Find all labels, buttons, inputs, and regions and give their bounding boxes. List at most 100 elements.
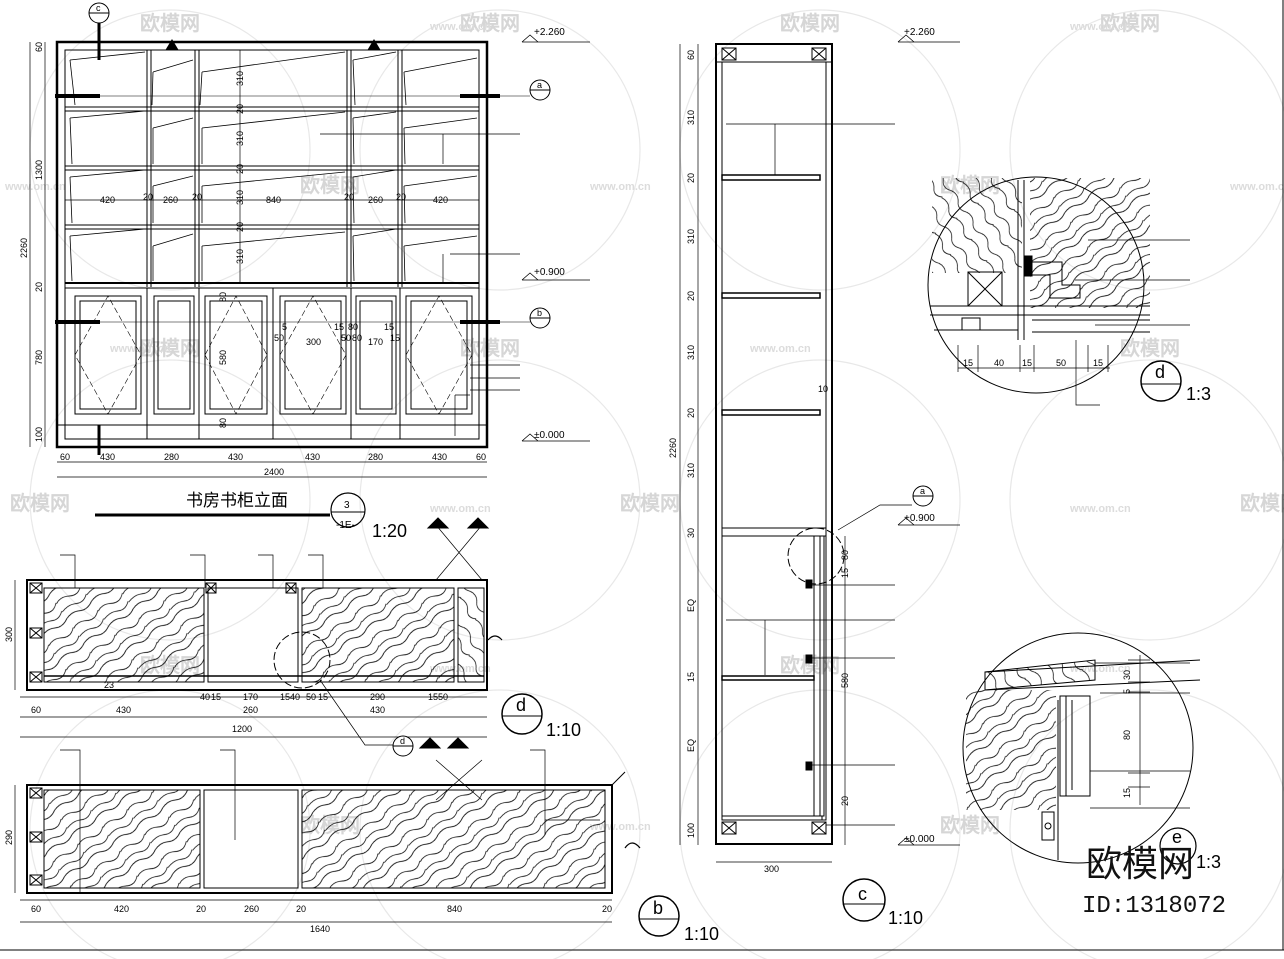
dim-door: 15	[384, 322, 394, 332]
level-mid: +0.900	[904, 513, 935, 524]
section-dimensions: 60 310 20 310 20 310 20 310 30 EQ 15 EQ …	[668, 50, 850, 874]
dim-shelf: 310	[235, 131, 245, 146]
watermark-text: 欧模网	[10, 491, 70, 515]
marker-scale: 1:10	[888, 908, 923, 928]
callout-c: c	[96, 3, 101, 13]
detail-e	[962, 632, 1201, 864]
detail-d-scale: 1:3	[1186, 384, 1211, 404]
dim-plan-a: 23	[104, 680, 114, 690]
watermark-text: 欧模网	[940, 813, 1000, 837]
callout-a: a	[537, 80, 542, 90]
dim-door: 15	[390, 333, 400, 343]
dim-cols-bottom: 430	[228, 452, 243, 462]
plan-section-b	[14, 749, 641, 923]
sheet-number: 3	[344, 500, 350, 511]
dim-shelf: 310	[235, 249, 245, 264]
dim-left: 1300	[34, 160, 44, 180]
dim-door: 5	[282, 322, 287, 332]
dim-left: 780	[34, 350, 44, 365]
callout-b: b	[537, 308, 542, 318]
watermark-text: 欧模网	[300, 173, 360, 197]
dim-door: 80	[218, 418, 228, 428]
watermark-site: www.om.cn	[1229, 181, 1284, 193]
dim-plan-b: 840	[447, 904, 462, 914]
dim-cols-bottom: 430	[100, 452, 115, 462]
dim-height: 20	[686, 408, 696, 418]
watermark-text: 欧模网	[780, 11, 840, 35]
dim-door: 80	[352, 333, 362, 343]
dim-door: 80	[218, 292, 228, 302]
dim-right: 80	[840, 550, 850, 560]
watermark-site: www.om.cn	[749, 343, 811, 355]
dim-cols-top: 20	[143, 192, 153, 202]
dim-cols-bottom: 430	[305, 452, 320, 462]
watermark-text: 欧模网	[460, 336, 520, 360]
dim-plan-a: 430	[116, 705, 131, 715]
plan-a-letter: d	[516, 695, 526, 715]
dim-shelf: 310	[235, 71, 245, 86]
detail-e-letter: e	[1172, 827, 1182, 847]
dim-height: 15	[686, 672, 696, 682]
plan-section-a	[14, 517, 503, 801]
plan-a-scale: 1:10	[546, 720, 581, 740]
dim-detail-e: 80	[1122, 730, 1132, 740]
cabinet-section	[679, 43, 912, 863]
dim-right: 10	[818, 384, 828, 394]
dim-cols-top: 20	[344, 192, 354, 202]
drawing-title: 书房书柜立面	[186, 491, 288, 511]
watermark-text: 欧模网	[140, 11, 200, 35]
marker-letter: c	[858, 884, 867, 904]
dim-plan-a: 290	[370, 692, 385, 702]
dim-plan-a: 15	[211, 692, 221, 702]
level-zero: ±0.000	[904, 834, 935, 845]
dim-cols-top: 20	[192, 192, 202, 202]
detail-d	[927, 176, 1190, 406]
dim-left: 60	[34, 42, 44, 52]
dim-door: 15	[334, 322, 344, 332]
dim-height: 100	[686, 823, 696, 838]
brand-logo: 欧模网 ID:1318072	[1082, 844, 1226, 920]
dim-left: 20	[34, 282, 44, 292]
dim-door: 50	[274, 333, 284, 343]
dim-plan-b: 20	[196, 904, 206, 914]
dim-cols-bottom: 280	[164, 452, 179, 462]
dim-detail-d: 15	[1093, 358, 1103, 368]
dim-plan-a: 15	[318, 692, 328, 702]
watermark-text: 欧模网	[1120, 336, 1180, 360]
level-mid: +0.900	[534, 267, 565, 278]
dim-shelf: 20	[235, 104, 245, 114]
watermark-text: 欧模网	[1240, 491, 1284, 515]
dim-plan-b-depth: 290	[4, 830, 14, 845]
watermark-site: www.om.cn	[589, 181, 651, 193]
level-zero: ±0.000	[534, 430, 565, 441]
level-top: +2.260	[904, 27, 935, 38]
logo-name: 欧模网	[1086, 844, 1194, 885]
plan-b-letter: b	[653, 898, 663, 918]
dim-plan-b: 20	[296, 904, 306, 914]
dim-plan-a: 15	[428, 692, 438, 702]
watermark-text: 欧模网	[620, 491, 680, 515]
dim-door: 80	[348, 322, 358, 332]
callout-a: a	[920, 486, 925, 496]
watermark-text: 欧模网	[1100, 11, 1160, 35]
dim-height: 310	[686, 229, 696, 244]
dim-cols-top: 260	[163, 195, 178, 205]
dim-overall-width: 2400	[264, 467, 284, 477]
dim-detail-e: 30	[1122, 670, 1132, 680]
watermark-site: www.om.cn	[429, 21, 491, 33]
watermark-site: www.om.cn	[109, 343, 171, 355]
dim-cols-bottom: 60	[60, 452, 70, 462]
dim-detail-d: 50	[1056, 358, 1066, 368]
drawing-scale: 1:20	[372, 521, 407, 541]
dim-cols-bottom: 430	[432, 452, 447, 462]
dim-height: 310	[686, 463, 696, 478]
elevation-dimensions: 420 20 260 20 840 20 260 20 420 60 430 2…	[19, 42, 486, 477]
dim-plan-a: 260	[243, 705, 258, 715]
dim-plan-a: 15	[280, 692, 290, 702]
dim-width: 300	[764, 864, 779, 874]
dim-plan-a: 50	[306, 692, 316, 702]
callout-markers	[88, 2, 934, 507]
dim-total-height: 2260	[668, 438, 678, 458]
dim-right: 580	[840, 673, 850, 688]
